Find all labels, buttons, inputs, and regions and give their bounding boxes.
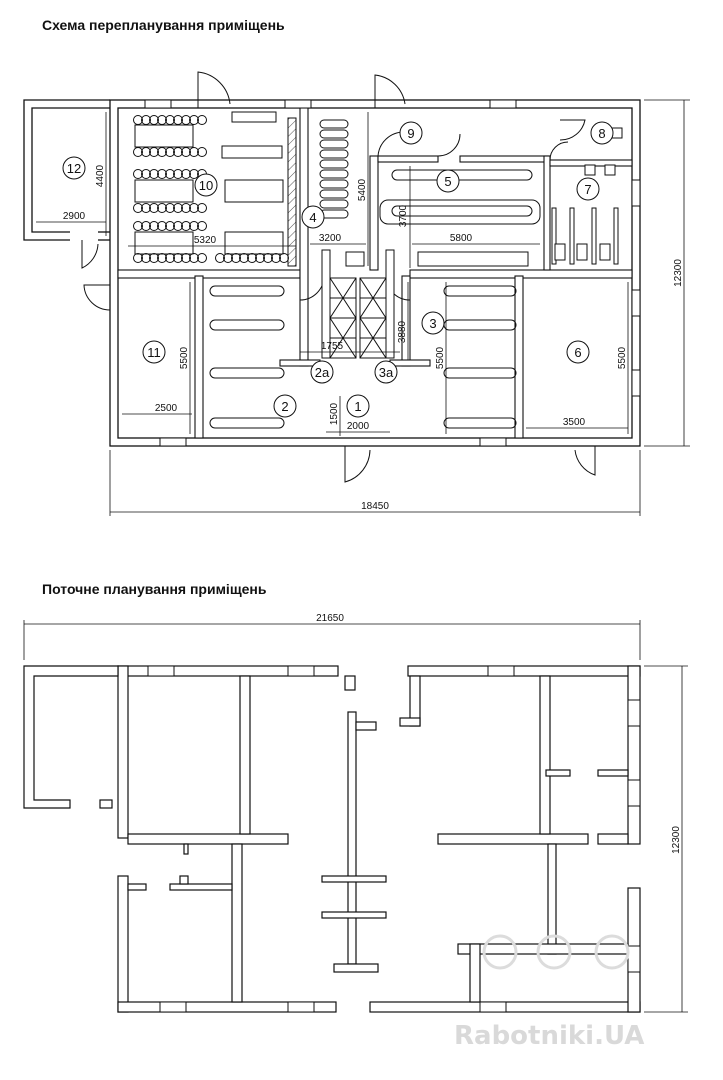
room-label-7: 7 — [584, 182, 591, 197]
dim-5320: 5320 — [194, 235, 217, 246]
windows — [144, 99, 641, 447]
dim-5400: 5400 — [357, 178, 368, 201]
current-windows — [147, 665, 641, 1013]
dim-2000: 2000 — [347, 421, 370, 432]
room-label-8: 8 — [598, 126, 605, 141]
room-label-1: 1 — [354, 399, 361, 414]
annex-wall — [23, 99, 110, 241]
room-label-2a: 2а — [315, 365, 330, 380]
dim-5500-room3: 5500 — [435, 346, 446, 369]
room-label-6: 6 — [574, 345, 581, 360]
room-label-3a: 3а — [379, 365, 394, 380]
dim-12300-top: 12300 — [673, 259, 684, 287]
dim-3500: 3500 — [563, 417, 586, 428]
dim-5500-room6: 5500 — [617, 346, 628, 369]
room-label-11: 12 — [67, 161, 81, 176]
worker-icon — [594, 934, 630, 970]
furniture-room-4 — [287, 117, 365, 267]
current-walls — [23, 665, 641, 1013]
worker-icon — [536, 934, 572, 970]
room-markers — [62, 121, 614, 418]
dim-12300-bottom: 12300 — [671, 826, 682, 854]
dim-3200: 3200 — [319, 233, 342, 244]
furniture-rooms-2-3 — [209, 285, 517, 429]
dim-5800: 5800 — [450, 233, 473, 244]
dim-21650: 21650 — [316, 613, 344, 624]
dim-5500-room12: 5500 — [179, 346, 190, 369]
interior-walls — [117, 107, 633, 439]
room-label-10: 10 — [199, 178, 213, 193]
dim-1500: 1500 — [329, 402, 340, 425]
room-label-4: 4 — [309, 210, 316, 225]
watermark-text: Rabotniki.UA — [454, 1021, 644, 1051]
dim-4400: 4400 — [95, 164, 106, 187]
furniture-room-10 — [133, 111, 289, 263]
planned-floor-plan: 12 10 4 5 9 8 7 11 2 2а 3а 1 3 6 4400 29… — [23, 71, 690, 516]
current-floor-plan: 21650 12300 Rabotniki.UA — [23, 613, 688, 1051]
worker-icon — [482, 934, 518, 970]
dimension-lines — [36, 99, 690, 516]
dim-18450: 18450 — [361, 501, 389, 512]
furniture-room-5 — [379, 169, 541, 267]
dim-1755: 1755 — [321, 341, 344, 352]
current-layout-title: Поточне планування приміщень — [42, 581, 267, 597]
watermark: Rabotniki.UA — [454, 934, 644, 1051]
dim-3880: 3880 — [397, 320, 408, 343]
room-label-2: 2 — [281, 399, 288, 414]
room-label-5: 5 — [444, 174, 451, 189]
dim-2900: 2900 — [63, 211, 86, 222]
staircase — [321, 249, 395, 359]
room-label-3: 3 — [429, 316, 436, 331]
room-label-12: 11 — [147, 345, 161, 360]
dim-3700: 3700 — [398, 204, 409, 227]
dim-2500: 2500 — [155, 403, 178, 414]
planned-layout-title: Схема перепланування приміщень — [42, 17, 285, 33]
room-label-9: 9 — [407, 126, 414, 141]
current-dimension-lines — [23, 620, 688, 1013]
